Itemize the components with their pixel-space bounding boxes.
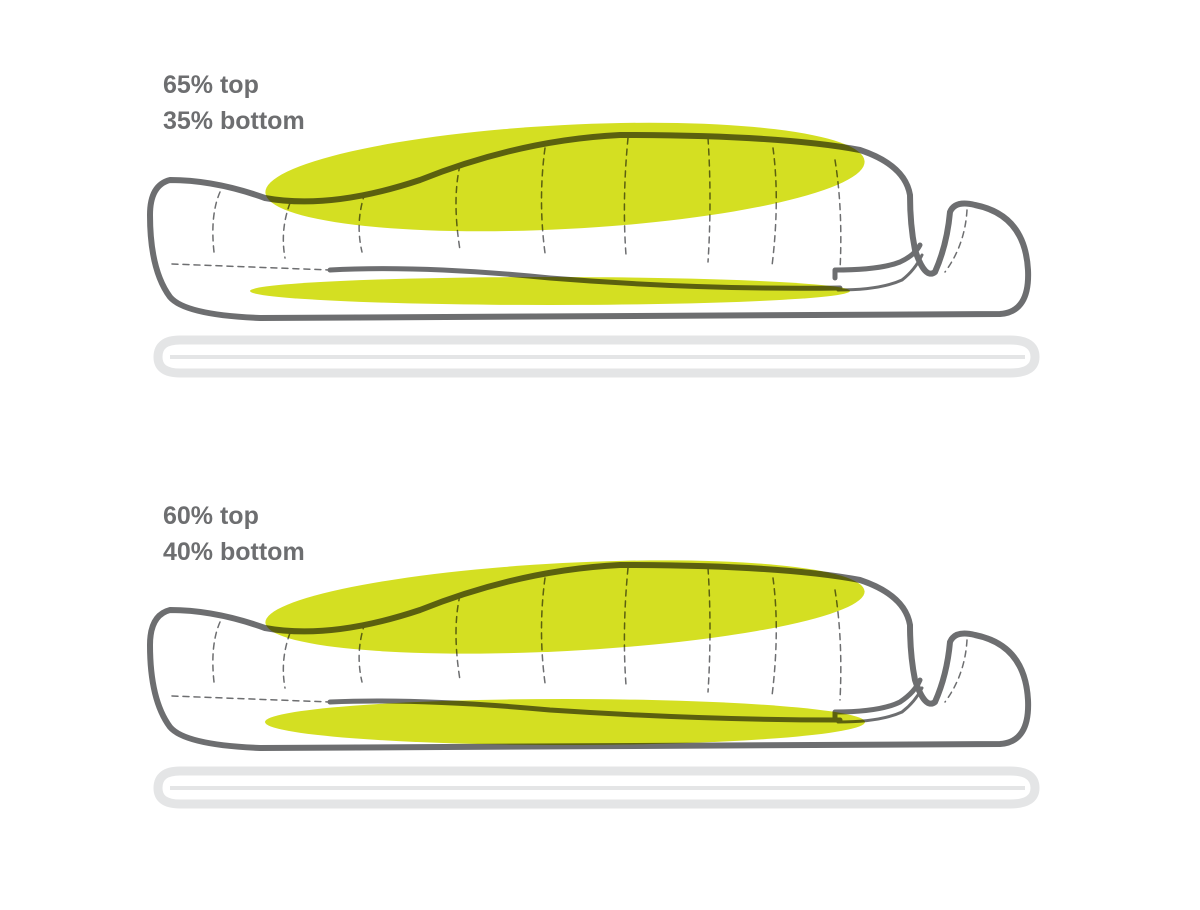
sleeping-bag-illustration	[147, 122, 1040, 378]
top-percent-label: 60% top	[163, 502, 259, 530]
sleeping-pad	[153, 335, 1040, 378]
top-fill-ellipse	[265, 560, 865, 654]
fill-distribution-label: 60% top 40% bottom	[163, 498, 305, 570]
fill-distribution	[265, 560, 865, 745]
diagram-60-40: 60% top 40% bottom	[0, 430, 1200, 860]
bottom-percent-label: 40% bottom	[163, 538, 305, 566]
fill-distribution	[250, 122, 865, 305]
sleeping-bag-illustration	[147, 560, 1040, 809]
fill-distribution-label: 65% top 35% bottom	[163, 67, 305, 139]
top-percent-label: 65% top	[163, 71, 259, 99]
top-fill-ellipse	[265, 122, 865, 232]
bottom-percent-label: 35% bottom	[163, 107, 305, 135]
bottom-fill-ellipse	[250, 277, 850, 305]
sleeping-pad	[153, 766, 1040, 809]
bottom-fill-ellipse	[265, 699, 865, 745]
diagram-65-35: 65% top 35% bottom	[0, 0, 1200, 430]
